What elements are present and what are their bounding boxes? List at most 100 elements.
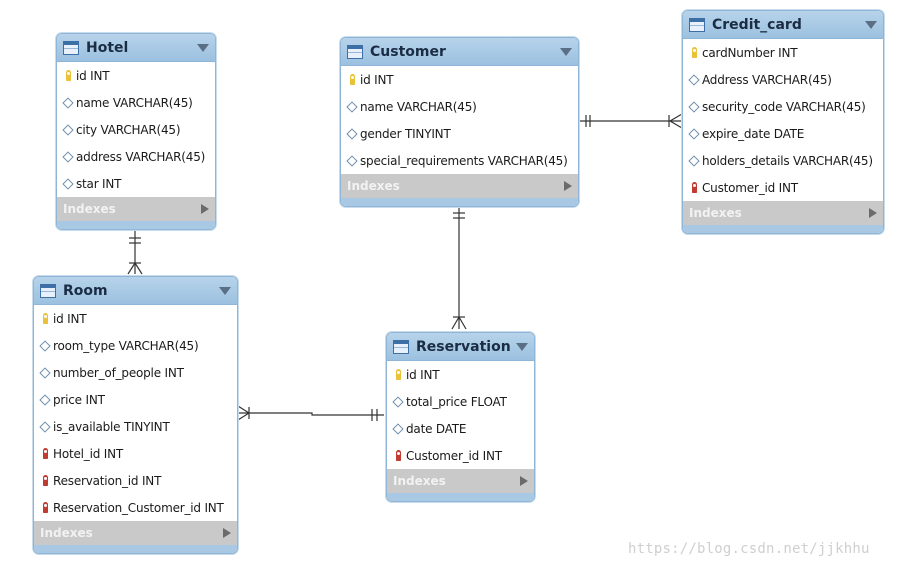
expand-arrow-icon[interactable] — [869, 208, 877, 218]
column-label: cardNumber INT — [702, 45, 798, 60]
column-row[interactable]: cardNumber INT — [683, 39, 883, 66]
column-row[interactable]: Address VARCHAR(45) — [683, 66, 883, 93]
column-row[interactable]: security_code VARCHAR(45) — [683, 93, 883, 120]
column-row[interactable]: Customer_id INT — [683, 174, 883, 201]
column-row[interactable]: special_requirements VARCHAR(45) — [341, 147, 578, 174]
column-row[interactable]: gender TINYINT — [341, 120, 578, 147]
relationship-customer-credit-card[interactable] — [579, 113, 683, 129]
indexes-section[interactable]: Indexes — [387, 469, 534, 493]
table-credit-card[interactable]: Credit_card cardNumber INT Address VARCHA… — [682, 10, 884, 234]
column-row[interactable]: total_price FLOAT — [387, 388, 534, 415]
table-header[interactable]: Hotel — [57, 34, 215, 62]
primary-key-icon — [347, 74, 357, 86]
column-label: holders_details VARCHAR(45) — [702, 153, 873, 168]
table-header[interactable]: Customer — [341, 38, 578, 66]
indexes-section[interactable]: Indexes — [683, 201, 883, 225]
column-row[interactable]: name VARCHAR(45) — [57, 89, 215, 116]
column-row[interactable]: id INT — [34, 305, 237, 332]
primary-key-icon — [63, 70, 73, 82]
column-label: Hotel_id INT — [53, 446, 123, 461]
foreign-key-icon — [40, 502, 50, 514]
table-header[interactable]: Reservation — [387, 333, 534, 361]
column-row[interactable]: price INT — [34, 386, 237, 413]
table-icon — [347, 44, 363, 59]
indexes-section[interactable]: Indexes — [34, 521, 237, 545]
column-diamond-icon — [688, 154, 700, 167]
column-diamond-icon — [39, 366, 51, 379]
table-reservation[interactable]: Reservation id INT total_price FLOAT date … — [386, 332, 535, 502]
column-row[interactable]: city VARCHAR(45) — [57, 116, 215, 143]
column-label: room_type VARCHAR(45) — [53, 338, 199, 353]
collapse-arrow-icon[interactable] — [197, 43, 209, 52]
indexes-label: Indexes — [689, 206, 742, 220]
column-label: gender TINYINT — [360, 126, 451, 141]
column-row[interactable]: id INT — [387, 361, 534, 388]
column-row[interactable]: name VARCHAR(45) — [341, 93, 578, 120]
table-hotel[interactable]: Hotel id INT name VARCHAR(45) city VARCHAR… — [56, 33, 216, 230]
foreign-key-icon — [40, 448, 50, 460]
table-header[interactable]: Credit_card — [683, 11, 883, 39]
collapse-arrow-icon[interactable] — [516, 342, 528, 351]
column-diamond-icon — [346, 154, 358, 167]
column-diamond-icon — [392, 422, 404, 435]
column-row[interactable]: Reservation_id INT — [34, 467, 237, 494]
table-room[interactable]: Room id INT room_type VARCHAR(45) number_o… — [33, 276, 238, 554]
column-row[interactable]: date DATE — [387, 415, 534, 442]
column-label: price INT — [53, 392, 105, 407]
column-row[interactable]: Customer_id INT — [387, 442, 534, 469]
table-header[interactable]: Room — [34, 277, 237, 305]
column-label: address VARCHAR(45) — [76, 149, 206, 164]
collapse-arrow-icon[interactable] — [865, 20, 877, 29]
indexes-label: Indexes — [40, 526, 93, 540]
relationship-hotel-room[interactable] — [127, 231, 143, 275]
column-row[interactable]: address VARCHAR(45) — [57, 143, 215, 170]
column-row[interactable]: id INT — [341, 66, 578, 93]
column-label: star INT — [76, 176, 122, 191]
table-name: Customer — [370, 43, 446, 60]
collapse-arrow-icon[interactable] — [560, 47, 572, 56]
primary-key-icon — [393, 369, 403, 381]
column-label: special_requirements VARCHAR(45) — [360, 153, 568, 168]
expand-arrow-icon[interactable] — [223, 528, 231, 538]
table-footer — [387, 493, 534, 501]
column-row[interactable]: Reservation_Customer_id INT — [34, 494, 237, 521]
column-row[interactable]: Hotel_id INT — [34, 440, 237, 467]
column-row[interactable]: is_available TINYINT — [34, 413, 237, 440]
column-row[interactable]: id INT — [57, 62, 215, 89]
expand-arrow-icon[interactable] — [520, 476, 528, 486]
table-footer — [683, 225, 883, 233]
indexes-section[interactable]: Indexes — [341, 174, 578, 198]
column-label: Address VARCHAR(45) — [702, 72, 832, 87]
relationship-customer-reservation[interactable] — [451, 208, 467, 330]
column-diamond-icon — [62, 177, 74, 190]
foreign-key-icon — [393, 450, 403, 462]
column-row[interactable]: star INT — [57, 170, 215, 197]
relationship-reservation-room[interactable] — [237, 405, 384, 421]
column-row[interactable]: room_type VARCHAR(45) — [34, 332, 237, 359]
column-row[interactable]: expire_date DATE — [683, 120, 883, 147]
column-label: total_price FLOAT — [406, 394, 507, 409]
indexes-label: Indexes — [347, 179, 400, 193]
primary-key-icon — [40, 313, 50, 325]
column-label: id INT — [53, 311, 87, 326]
column-diamond-icon — [39, 339, 51, 352]
column-label: id INT — [76, 68, 110, 83]
expand-arrow-icon[interactable] — [564, 181, 572, 191]
collapse-arrow-icon[interactable] — [219, 286, 231, 295]
indexes-section[interactable]: Indexes — [57, 197, 215, 221]
table-name: Hotel — [86, 39, 129, 56]
foreign-key-icon — [689, 182, 699, 194]
table-icon — [393, 339, 409, 354]
column-label: Customer_id INT — [702, 180, 798, 195]
column-row[interactable]: holders_details VARCHAR(45) — [683, 147, 883, 174]
indexes-label: Indexes — [393, 474, 446, 488]
column-label: Reservation_Customer_id INT — [53, 500, 224, 515]
column-label: city VARCHAR(45) — [76, 122, 181, 137]
column-diamond-icon — [62, 96, 74, 109]
column-label: Reservation_id INT — [53, 473, 162, 488]
expand-arrow-icon[interactable] — [201, 204, 209, 214]
column-row[interactable]: number_of_people INT — [34, 359, 237, 386]
column-label: number_of_people INT — [53, 365, 184, 380]
